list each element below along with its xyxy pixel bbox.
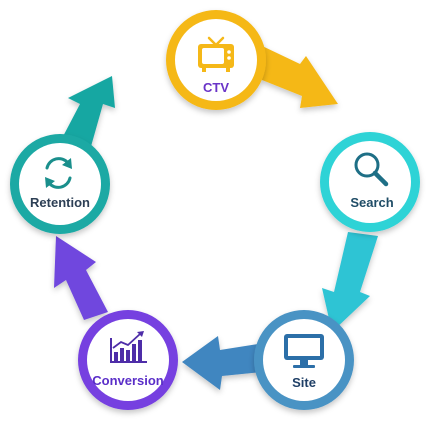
node-label-ctv: CTV: [203, 80, 229, 95]
node-search: [320, 132, 420, 232]
magnifier-icon: [354, 152, 389, 187]
node-label-site: Site: [292, 375, 316, 390]
node-retention: [10, 134, 110, 234]
cycle-arrows: [54, 44, 378, 390]
arrow-conversion-to-retention: [54, 236, 108, 320]
node-label-retention: Retention: [30, 195, 90, 210]
node-label-conversion: Conversion: [92, 373, 164, 388]
arrow-search-to-site: [322, 232, 378, 332]
arrow-site-to-conversion: [182, 336, 262, 390]
arrow-retention-to-ctv: [58, 76, 115, 150]
tv-icon: [198, 36, 234, 72]
monitor-icon: [284, 334, 324, 368]
refresh-icon: [45, 157, 72, 189]
growth-chart-icon: [110, 331, 147, 363]
arrow-ctv-to-search: [258, 44, 338, 108]
node-label-search: Search: [350, 195, 393, 210]
